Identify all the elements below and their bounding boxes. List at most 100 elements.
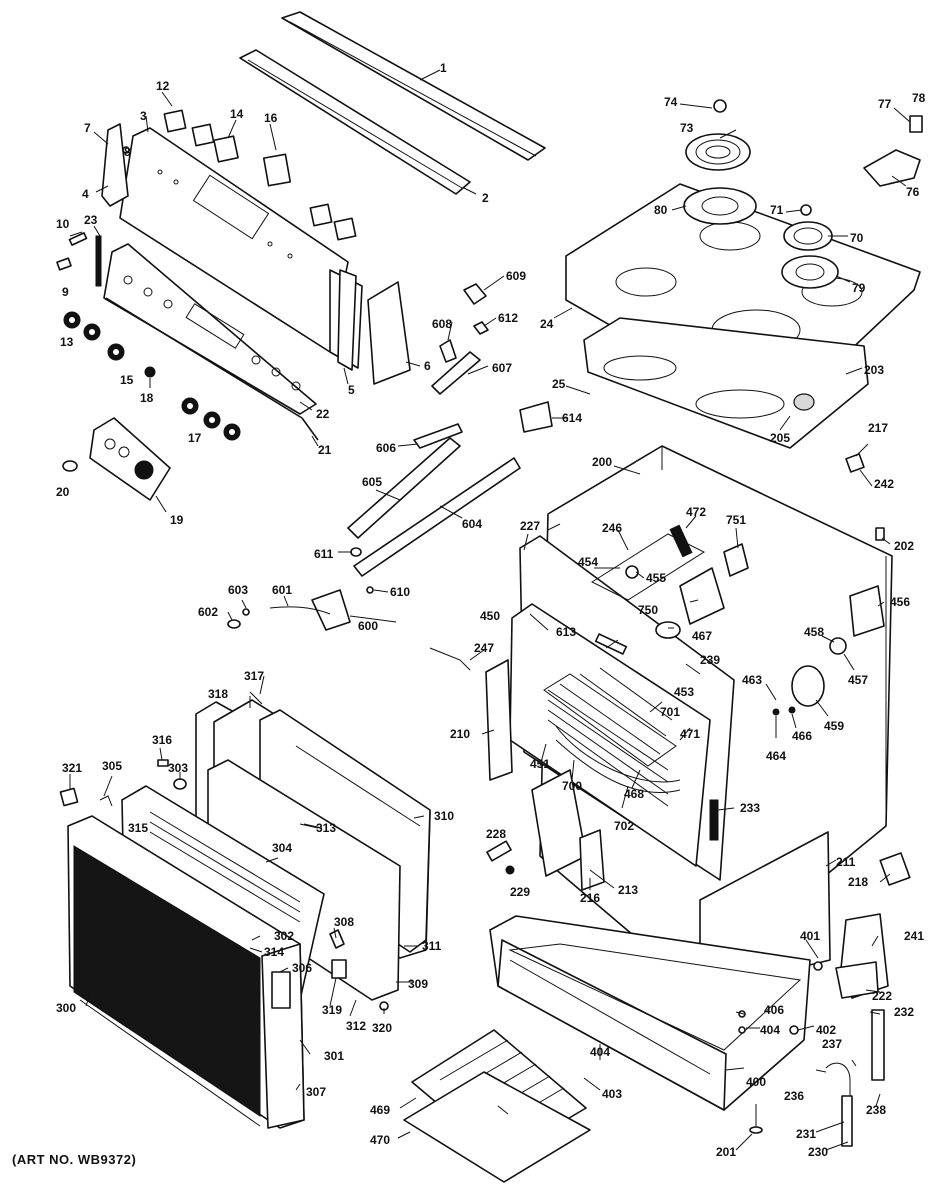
callout-230: 230: [808, 1145, 828, 1159]
callout-79: 79: [852, 281, 866, 295]
trim-strip-2: [239, 49, 471, 195]
callout-600: 600: [358, 619, 378, 633]
sensor-bracket-750: [655, 543, 749, 639]
callout-73: 73: [680, 121, 694, 135]
callout-451: 451: [530, 757, 550, 771]
callout-302: 302: [274, 929, 294, 943]
callout-403: 403: [602, 1087, 622, 1101]
part-20: [62, 460, 78, 472]
callout-237: 237: [822, 1037, 842, 1051]
callout-751: 751: [726, 513, 746, 527]
callout-232: 232: [894, 1005, 914, 1019]
trim-21: [105, 297, 319, 441]
callout-464: 464: [766, 749, 786, 763]
callout-319: 319: [322, 1003, 342, 1017]
callout-19: 19: [170, 513, 184, 527]
callout-77: 77: [878, 97, 892, 111]
callout-458: 458: [804, 625, 824, 639]
callout-233: 233: [740, 801, 760, 815]
callout-320: 320: [372, 1021, 392, 1035]
callout-5: 5: [348, 383, 355, 397]
callout-227: 227: [520, 519, 540, 533]
callout-241: 241: [904, 929, 924, 943]
callout-400: 400: [746, 1075, 766, 1089]
side-liner-210: [485, 659, 513, 781]
callout-228: 228: [486, 827, 506, 841]
callout-450: 450: [480, 609, 500, 623]
callout-14: 14: [230, 107, 244, 121]
callout-303: 303: [168, 761, 188, 775]
callout-211: 211: [836, 855, 856, 869]
callout-309: 309: [408, 977, 428, 991]
callout-9: 9: [62, 285, 69, 299]
callout-404-front: 404: [590, 1045, 610, 1059]
callout-80: 80: [654, 203, 668, 217]
callout-201: 201: [716, 1145, 736, 1159]
callout-18: 18: [140, 391, 154, 405]
callout-3: 3: [140, 109, 147, 123]
callout-700: 700: [562, 779, 582, 793]
callout-76: 76: [906, 185, 920, 199]
callout-459: 459: [824, 719, 844, 733]
callout-216: 216: [580, 891, 600, 905]
callout-310: 310: [434, 809, 454, 823]
callout-612: 612: [498, 311, 518, 325]
callout-205: 205: [770, 431, 790, 445]
callout-455: 455: [646, 571, 666, 585]
drawer-400: [489, 915, 811, 1111]
switches: [163, 109, 357, 241]
callout-24: 24: [540, 317, 554, 331]
end-cap-6: [367, 281, 411, 385]
callout-301: 301: [324, 1049, 344, 1063]
callout-316: 316: [152, 733, 172, 747]
callout-702: 702: [614, 819, 634, 833]
callout-468: 468: [624, 787, 644, 801]
callout-314: 314: [264, 945, 284, 959]
callout-7: 7: [84, 121, 91, 135]
callout-203: 203: [864, 363, 884, 377]
callout-238: 238: [866, 1103, 886, 1117]
callout-246: 246: [602, 521, 622, 535]
callout-457: 457: [848, 673, 868, 687]
callout-701: 701: [660, 705, 680, 719]
callout-229: 229: [510, 885, 530, 899]
callout-466: 466: [792, 729, 812, 743]
callout-8: 8: [124, 145, 131, 159]
callout-306: 306: [292, 961, 312, 975]
leveling-and-brackets: [738, 913, 889, 1147]
callout-467: 467: [692, 629, 712, 643]
callout-454: 454: [578, 555, 598, 569]
callout-610: 610: [390, 585, 410, 599]
callout-12: 12: [156, 79, 170, 93]
side-bracket-7: [101, 123, 129, 207]
callout-16: 16: [264, 111, 278, 125]
oven-light-assembly: [772, 585, 885, 716]
art-number: (ART NO. WB9372): [12, 1152, 137, 1167]
callout-463: 463: [742, 673, 762, 687]
callout-472: 472: [686, 505, 706, 519]
callout-15: 15: [120, 373, 134, 387]
trim-strip-1: [281, 11, 546, 161]
broiler-pan-469-470: [403, 1029, 591, 1183]
callout-470: 470: [370, 1133, 390, 1147]
door-outer-300: [67, 815, 305, 1129]
callout-609: 609: [506, 269, 526, 283]
callout-2: 2: [482, 191, 489, 205]
backsplash-panel-22: [103, 243, 317, 415]
callout-304: 304: [272, 841, 292, 855]
hinge-bracket-76: [863, 115, 923, 187]
callout-217: 217: [868, 421, 888, 435]
callout-317: 317: [244, 669, 264, 683]
callout-607: 607: [492, 361, 512, 375]
broil-element-472: [590, 524, 706, 601]
callout-307: 307: [306, 1085, 326, 1099]
callout-613: 613: [556, 625, 576, 639]
callout-750: 750: [638, 603, 658, 617]
callout-308: 308: [334, 915, 354, 929]
rack-guides-604-605: [347, 351, 521, 577]
oven-rack-700: [543, 667, 677, 767]
callout-70: 70: [850, 231, 864, 245]
callout-222: 222: [872, 989, 892, 1003]
door-hinges: [486, 769, 719, 891]
